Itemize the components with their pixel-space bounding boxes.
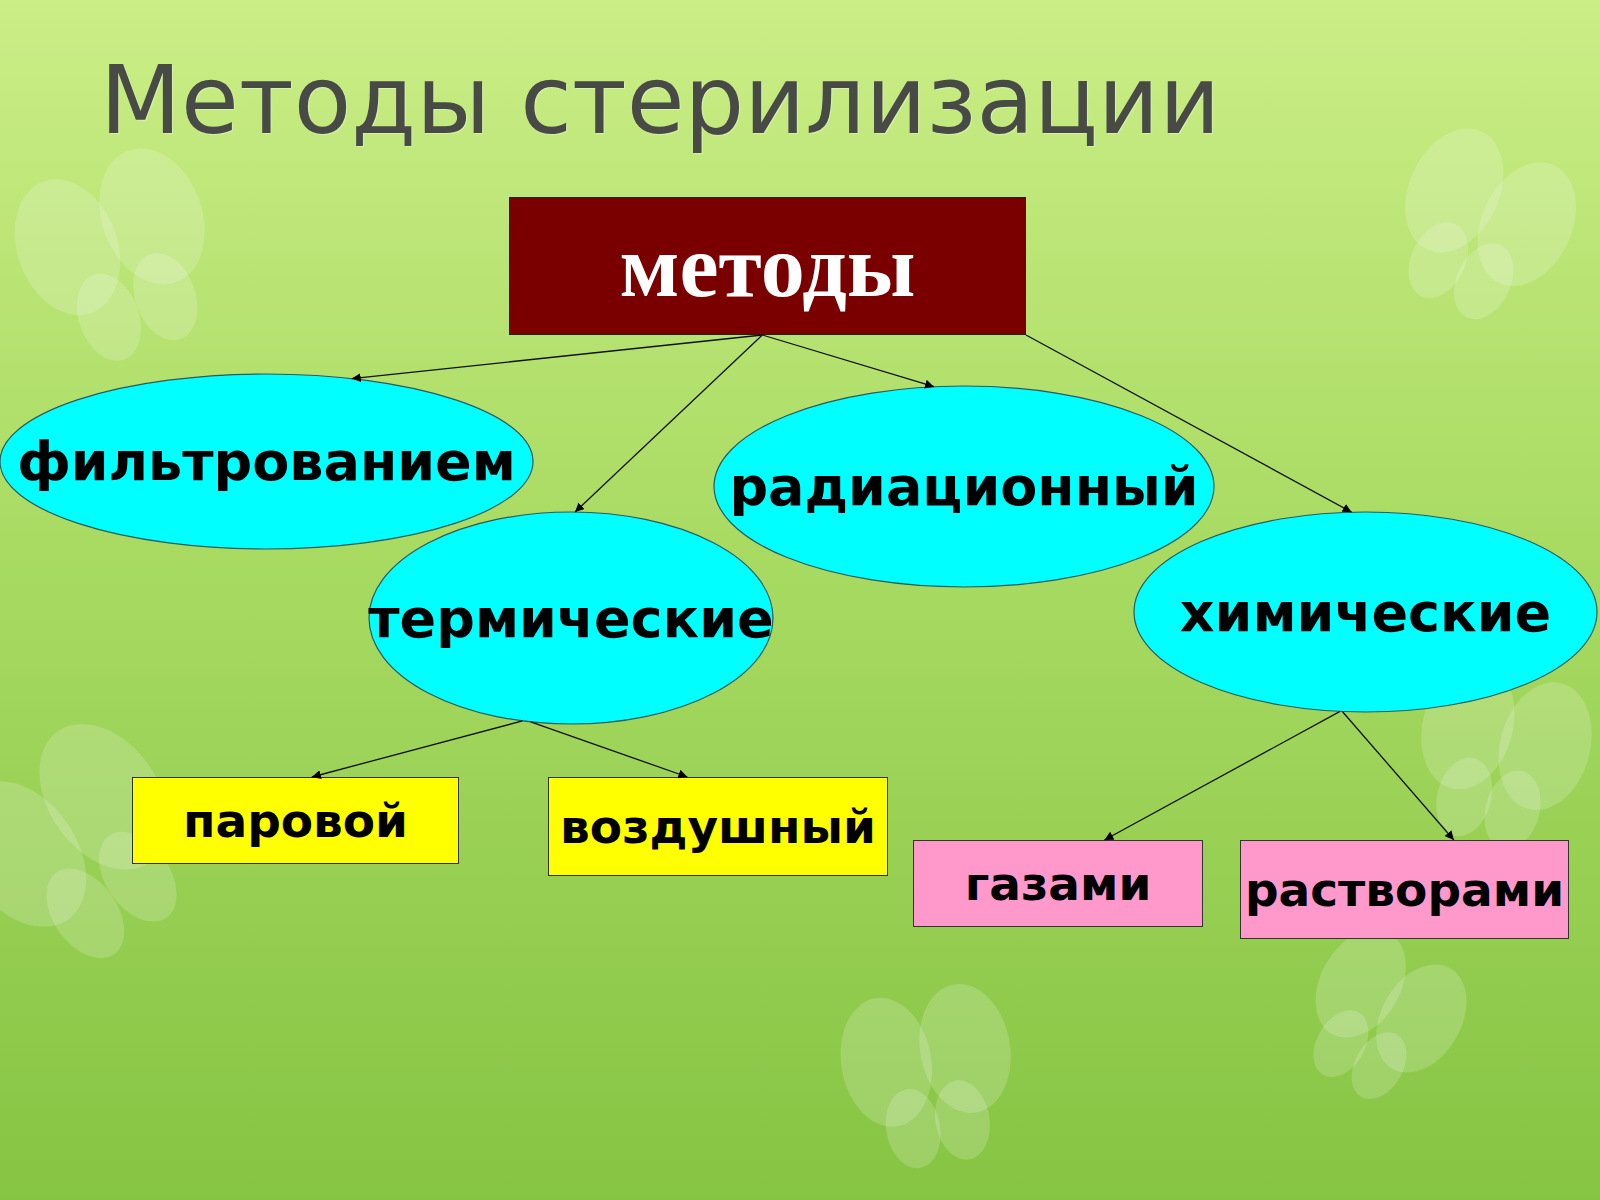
node-label: растворами xyxy=(1245,862,1564,917)
arrow-connector xyxy=(575,335,762,512)
node-label: методы xyxy=(620,216,916,317)
arrow-connector xyxy=(1342,711,1454,840)
subtype-box: воздушный xyxy=(548,777,888,876)
category-ellipse: термические xyxy=(369,512,773,724)
root-box: методы xyxy=(509,197,1026,335)
node-label: паровой xyxy=(183,793,408,848)
butterfly-decoration xyxy=(0,113,1600,1179)
arrow-connector xyxy=(762,335,934,387)
node-label: радиационный xyxy=(729,455,1198,518)
node-label: воздушный xyxy=(560,799,876,854)
node-label: фильтрованием xyxy=(17,430,516,493)
slide-title: Методы стерилизации xyxy=(100,46,1220,155)
category-ellipse: радиационный xyxy=(714,386,1214,587)
arrow-connector xyxy=(1026,335,1352,512)
node-label: газами xyxy=(965,856,1152,911)
subtype-box: паровой xyxy=(132,777,459,864)
arrow-connector xyxy=(1104,711,1340,840)
subtype-box: газами xyxy=(913,840,1203,927)
subtype-box: растворами xyxy=(1240,840,1569,939)
node-label: термические xyxy=(368,587,773,650)
arrow-connector xyxy=(312,721,523,777)
category-ellipse: фильтрованием xyxy=(0,374,533,549)
arrow-connector xyxy=(352,335,763,379)
category-ellipse: химические xyxy=(1134,512,1597,712)
node-label: химические xyxy=(1180,581,1551,644)
arrow-connector xyxy=(531,722,688,777)
